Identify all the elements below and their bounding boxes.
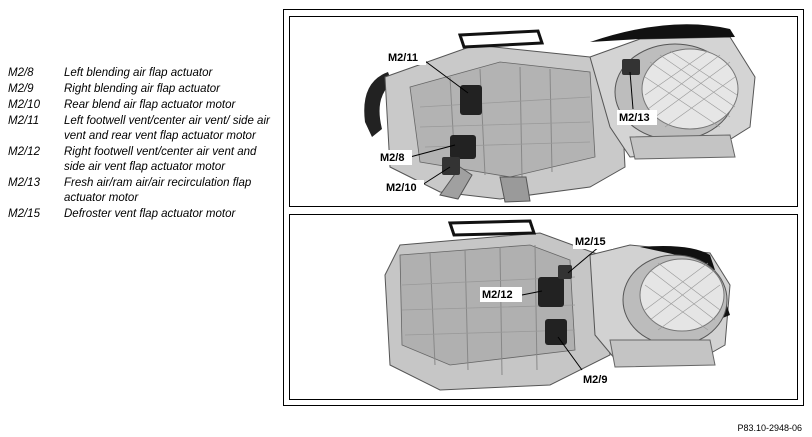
legend-code: M2/10 [8, 99, 40, 111]
legend-row-m2-11: M2/11 Left footwell vent/center air vent… [8, 114, 270, 144]
legend-desc: Defroster vent flap actuator motor [64, 208, 236, 220]
legend-desc: Left footwell vent/center air vent/ side… [64, 115, 270, 142]
legend-code: M2/13 [8, 177, 40, 189]
legend-code: M2/8 [8, 67, 34, 79]
legend-desc: Left blending air flap actuator [64, 67, 213, 79]
callout-m2-13: M2/13 [619, 112, 650, 124]
callout-m2-12: M2/12 [482, 289, 513, 301]
callout-m2-11: M2/11 [388, 52, 418, 64]
legend-code: M2/12 [8, 146, 40, 158]
callout-m2-10: M2/10 [386, 182, 417, 194]
legend-desc: Right blending air flap actuator [64, 83, 220, 95]
callout-m2-15: M2/15 [575, 236, 606, 248]
legend-list: M2/8 Left blending air flap actuator M2/… [8, 66, 270, 223]
legend-row-m2-10: M2/10 Rear blend air flap actuator motor [8, 98, 270, 113]
figure-frame: M2/11 M2/13 M2/8 M2/10 [283, 9, 804, 406]
legend-code: M2/11 [8, 115, 40, 127]
legend-row-m2-8: M2/8 Left blending air flap actuator [8, 66, 270, 81]
legend-code: M2/15 [8, 208, 40, 220]
callout-m2-8: M2/8 [380, 152, 404, 164]
legend-code: M2/9 [8, 83, 34, 95]
legend-row-m2-9: M2/9 Right blending air flap actuator [8, 82, 270, 97]
hvac-unit-bottom-view-drawing: M2/15 M2/12 M2/9 [384, 219, 731, 391]
legend-row-m2-13: M2/13 Fresh air/ram air/air recirculatio… [8, 176, 270, 206]
legend-desc: Fresh air/ram air/air recirculation flap… [64, 177, 252, 204]
hvac-unit-top-view-drawing: M2/11 M2/13 M2/8 M2/10 [364, 24, 756, 203]
bottom-hvac-illustration-panel: M2/15 M2/12 M2/9 [289, 214, 798, 400]
legend-desc: Rear blend air flap actuator motor [64, 99, 236, 111]
callout-m2-9: M2/9 [583, 374, 607, 386]
legend-row-m2-15: M2/15 Defroster vent flap actuator motor [8, 207, 270, 222]
figure-reference-number: P83.10-2948-06 [737, 423, 802, 433]
legend-row-m2-12: M2/12 Right footwell vent/center air ven… [8, 145, 270, 175]
legend-desc: Right footwell vent/center air vent and … [64, 146, 257, 173]
top-hvac-illustration-panel: M2/11 M2/13 M2/8 M2/10 [289, 16, 798, 207]
